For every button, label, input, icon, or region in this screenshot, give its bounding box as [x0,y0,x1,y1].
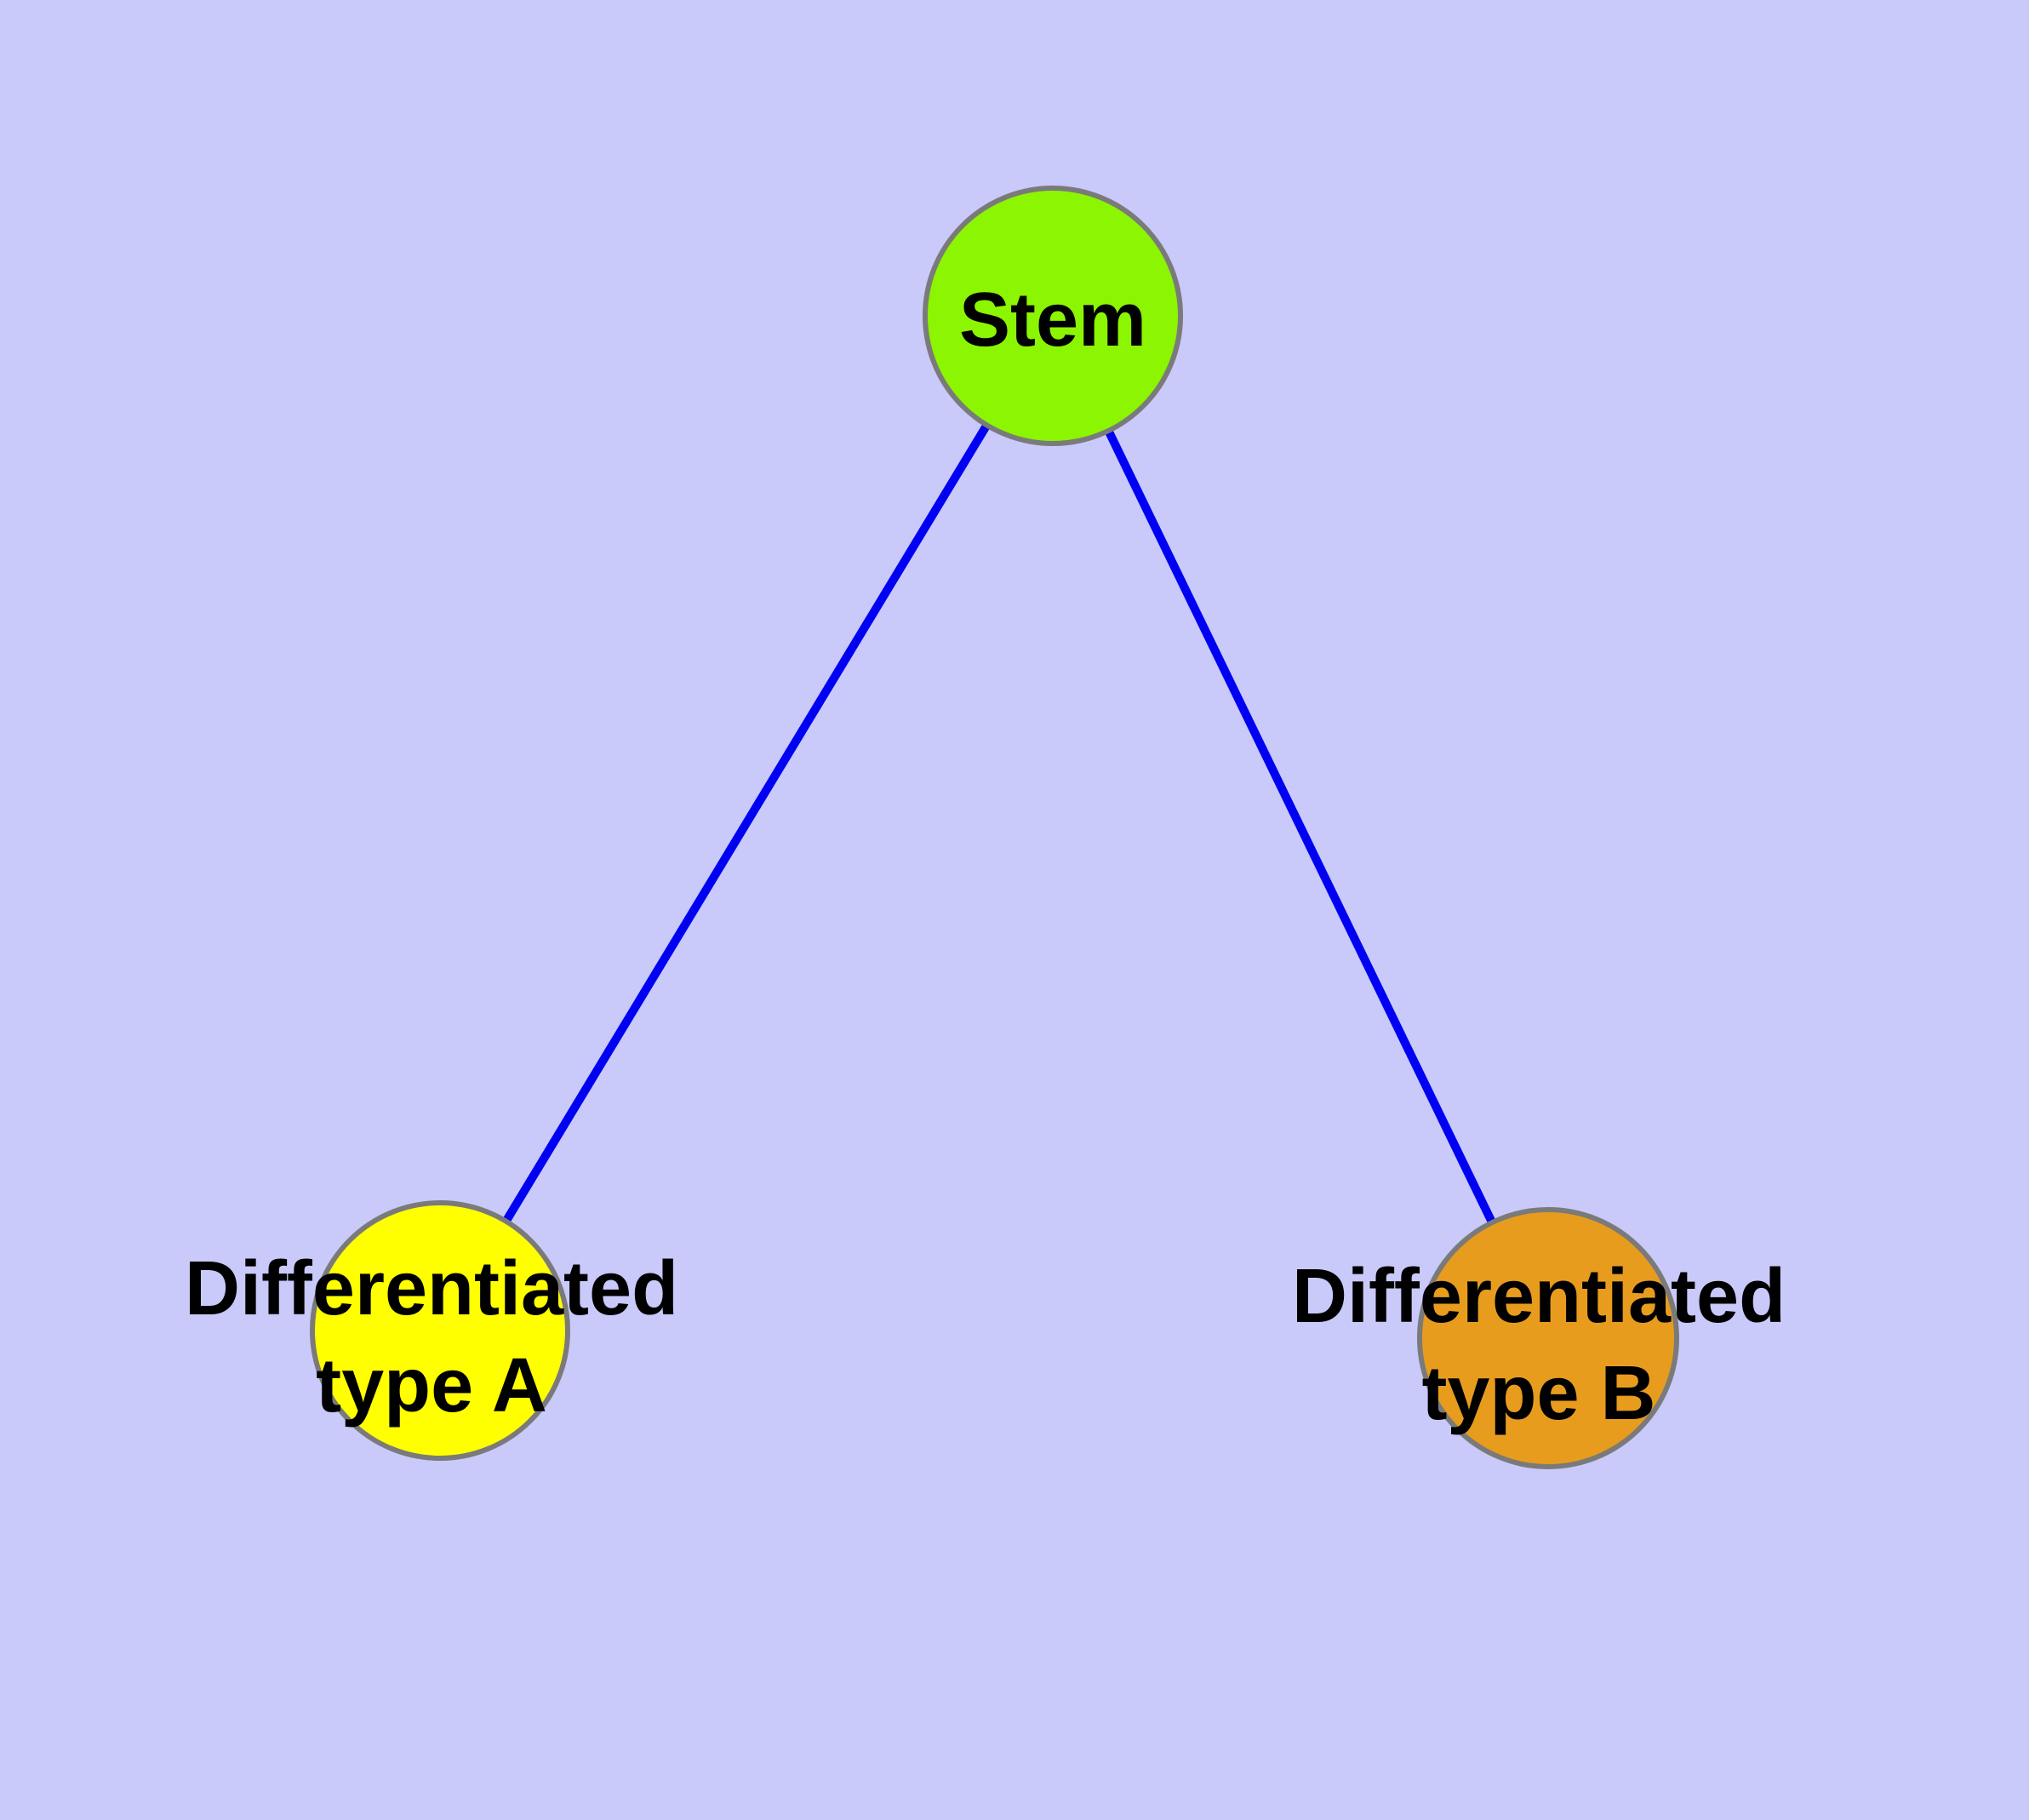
node-typeB-label: Differentiated type B [1292,1248,1786,1442]
node-typeA-circle [310,1200,570,1461]
edge-stem-to-typeB [1049,313,1552,1341]
node-typeA-label-line2: type A [316,1343,547,1428]
node-typeA-label-line1: Differentiated [184,1246,679,1331]
node-typeB-label-line1: Differentiated [1291,1254,1786,1339]
node-typeB-label-line2: type B [1421,1351,1656,1436]
node-stem-label: Stem [959,272,1146,369]
node-stem-label-text: Stem [958,278,1147,363]
node-typeB-circle [1417,1207,1679,1469]
edge-stem-to-typeA [436,313,1057,1333]
node-stem-circle [923,186,1183,446]
node-typeA-label: Differentiated type A [185,1240,678,1434]
